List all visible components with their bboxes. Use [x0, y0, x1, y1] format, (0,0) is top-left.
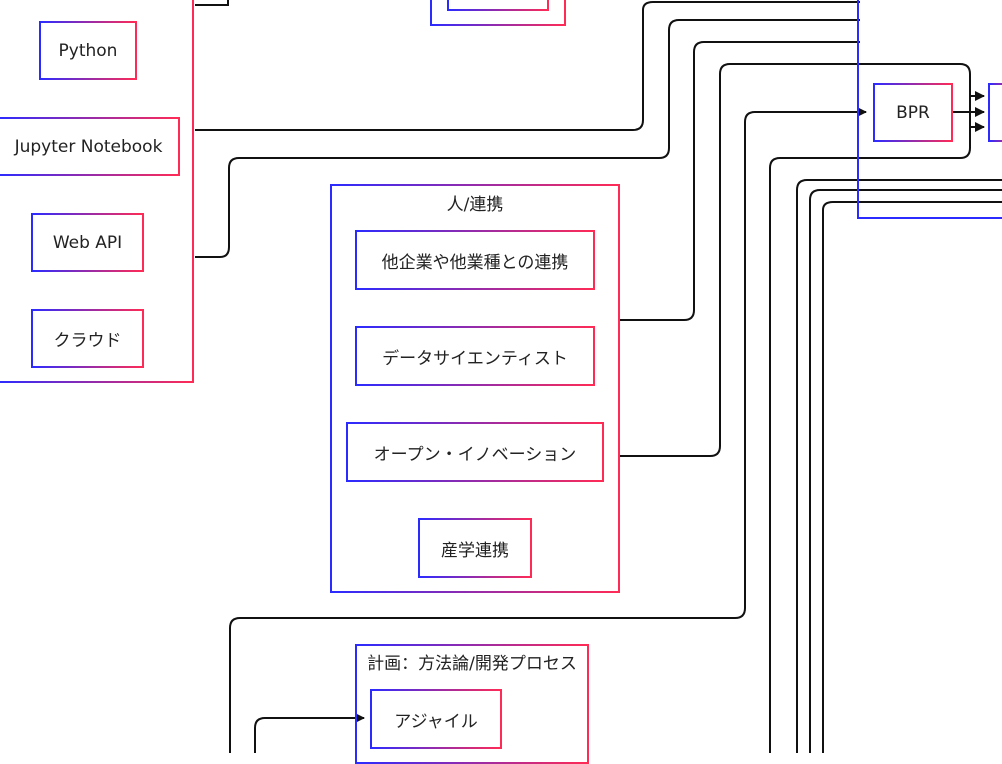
connector-top-left	[195, 0, 229, 6]
jupyter-notebook-node[interactable]: Jupyter Notebook	[0, 117, 180, 176]
python-node[interactable]: Python	[39, 21, 137, 80]
open-innovation-node[interactable]: オープン・イノベーション	[346, 422, 604, 482]
connector-tech-to-right-1	[195, 1, 860, 131]
bpr-node[interactable]: BPR	[873, 83, 953, 142]
top-center-inner-box	[447, 0, 549, 11]
data-scientist-node[interactable]: データサイエンティスト	[355, 326, 595, 386]
planning-methodology-title: 計画：方法論/開発プロセス	[367, 654, 577, 674]
process-group	[857, 0, 1002, 219]
connector-lower-1	[796, 179, 1002, 753]
connector-lower-2	[809, 189, 1002, 753]
connector-tech-to-right-2	[195, 19, 860, 258]
connector-to-bpr	[229, 107, 867, 753]
right-cropped-node[interactable]	[988, 83, 1002, 142]
connector-to-agile	[254, 713, 365, 753]
connector-people-to-bpr-2	[620, 63, 971, 753]
web-api-node[interactable]: Web API	[31, 213, 144, 272]
people-collaboration-title: 人/連携	[446, 195, 504, 215]
connector-lower-3	[822, 201, 1002, 753]
industry-academia-node[interactable]: 産学連携	[418, 518, 532, 578]
collab-other-companies-node[interactable]: 他企業や他業種との連携	[355, 230, 595, 290]
connector-people-to-right-1	[620, 41, 860, 321]
cloud-node[interactable]: クラウド	[31, 309, 144, 368]
agile-node[interactable]: アジャイル	[370, 689, 502, 749]
